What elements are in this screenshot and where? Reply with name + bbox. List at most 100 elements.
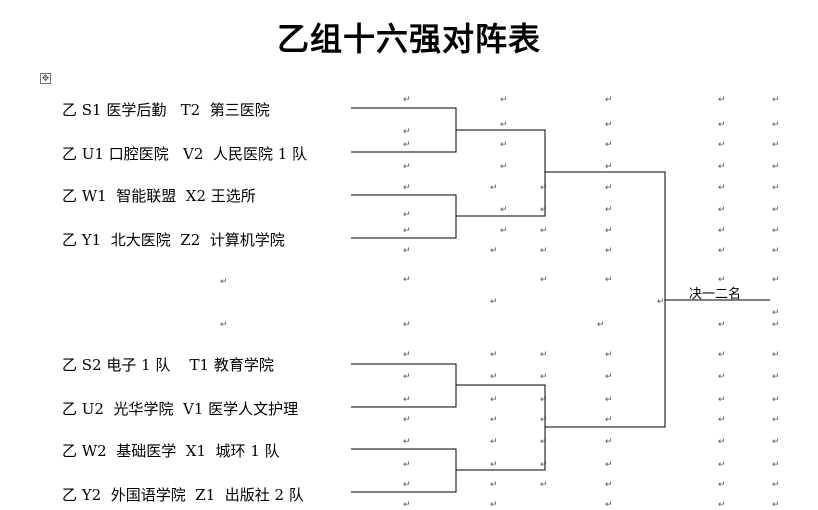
paragraph-mark-icon: ↵ xyxy=(718,437,726,447)
paragraph-mark-icon: ↵ xyxy=(597,320,605,330)
paragraph-mark-icon: ↵ xyxy=(718,460,726,470)
move-handle-icon[interactable]: ✥ xyxy=(40,73,51,84)
paragraph-mark-icon: ↵ xyxy=(772,183,780,193)
paragraph-mark-icon: ↵ xyxy=(403,500,411,510)
paragraph-mark-icon: ↵ xyxy=(490,372,498,382)
paragraph-mark-icon: ↵ xyxy=(403,162,411,172)
paragraph-mark-icon: ↵ xyxy=(605,226,613,236)
paragraph-mark-icon: ↵ xyxy=(772,140,780,150)
paragraph-mark-icon: ↵ xyxy=(772,205,780,215)
paragraph-mark-icon: ↵ xyxy=(605,246,613,256)
bracket-r2-1 xyxy=(456,129,546,217)
paragraph-mark-icon: ↵ xyxy=(490,297,498,307)
paragraph-mark-icon: ↵ xyxy=(540,226,548,236)
team-label: 乙 U2 光华学院 V1 医学人文护理 xyxy=(62,400,299,418)
paragraph-mark-icon: ↵ xyxy=(403,140,411,150)
paragraph-mark-icon: ↵ xyxy=(772,395,780,405)
paragraph-mark-icon: ↵ xyxy=(605,350,613,360)
paragraph-mark-icon: ↵ xyxy=(403,226,411,236)
team-label: 乙 Y2 外国语学院 Z1 出版社 2 队 xyxy=(62,486,304,504)
paragraph-mark-icon: ↵ xyxy=(718,183,726,193)
paragraph-mark-icon: ↵ xyxy=(540,350,548,360)
paragraph-mark-icon: ↵ xyxy=(605,120,613,130)
paragraph-mark-icon: ↵ xyxy=(500,226,508,236)
paragraph-mark-icon: ↵ xyxy=(403,372,411,382)
paragraph-mark-icon: ↵ xyxy=(605,275,613,285)
paragraph-mark-icon: ↵ xyxy=(772,275,780,285)
paragraph-mark-icon: ↵ xyxy=(772,372,780,382)
team-label: 乙 U1 口腔医院 V2 人民医院 1 队 xyxy=(62,145,308,163)
paragraph-mark-icon: ↵ xyxy=(605,140,613,150)
paragraph-mark-icon: ↵ xyxy=(500,140,508,150)
paragraph-mark-icon: ↵ xyxy=(403,210,411,220)
paragraph-mark-icon: ↵ xyxy=(605,395,613,405)
team-label: 乙 W1 智能联盟 X2 王选所 xyxy=(62,187,256,205)
paragraph-mark-icon: ↵ xyxy=(718,140,726,150)
paragraph-mark-icon: ↵ xyxy=(490,183,498,193)
paragraph-mark-icon: ↵ xyxy=(772,500,780,510)
paragraph-mark-icon: ↵ xyxy=(718,350,726,360)
paragraph-mark-icon: ↵ xyxy=(500,120,508,130)
paragraph-mark-icon: ↵ xyxy=(540,480,548,490)
paragraph-mark-icon: ↵ xyxy=(403,95,411,105)
paragraph-mark-icon: ↵ xyxy=(403,437,411,447)
paragraph-mark-icon: ↵ xyxy=(605,480,613,490)
paragraph-mark-icon: ↵ xyxy=(605,415,613,425)
paragraph-mark-icon: ↵ xyxy=(500,162,508,172)
paragraph-mark-icon: ↵ xyxy=(718,205,726,215)
paragraph-mark-icon: ↵ xyxy=(403,480,411,490)
paragraph-mark-icon: ↵ xyxy=(772,120,780,130)
paragraph-mark-icon: ↵ xyxy=(718,372,726,382)
paragraph-mark-icon: ↵ xyxy=(403,246,411,256)
paragraph-mark-icon: ↵ xyxy=(490,415,498,425)
team-label: 乙 W2 基础医学 X1 城环 1 队 xyxy=(62,442,280,460)
paragraph-mark-icon: ↵ xyxy=(403,275,411,285)
page-title: 乙组十六强对阵表 xyxy=(276,20,541,58)
paragraph-mark-icon: ↵ xyxy=(605,162,613,172)
paragraph-mark-icon: ↵ xyxy=(605,460,613,470)
paragraph-mark-icon: ↵ xyxy=(540,395,548,405)
paragraph-mark-icon: ↵ xyxy=(540,437,548,447)
paragraph-mark-icon: ↵ xyxy=(220,320,228,330)
paragraph-mark-icon: ↵ xyxy=(540,183,548,193)
paragraph-mark-icon: ↵ xyxy=(772,95,780,105)
paragraph-mark-icon: ↵ xyxy=(540,415,548,425)
paragraph-mark-icon: ↵ xyxy=(772,226,780,236)
paragraph-mark-icon: ↵ xyxy=(605,183,613,193)
paragraph-mark-icon: ↵ xyxy=(772,437,780,447)
paragraph-mark-icon: ↵ xyxy=(540,275,548,285)
paragraph-mark-icon: ↵ xyxy=(403,183,411,193)
paragraph-mark-icon: ↵ xyxy=(490,395,498,405)
paragraph-mark-icon: ↵ xyxy=(500,205,508,215)
paragraph-mark-icon: ↵ xyxy=(718,275,726,285)
paragraph-mark-icon: ↵ xyxy=(718,500,726,510)
paragraph-mark-icon: ↵ xyxy=(718,320,726,330)
paragraph-mark-icon: ↵ xyxy=(403,350,411,360)
paragraph-mark-icon: ↵ xyxy=(490,350,498,360)
paragraph-mark-icon: ↵ xyxy=(718,226,726,236)
paragraph-mark-icon: ↵ xyxy=(220,277,228,287)
paragraph-mark-icon: ↵ xyxy=(490,480,498,490)
paragraph-mark-icon: ↵ xyxy=(403,415,411,425)
team-label: 乙 S2 电子 1 队 T1 教育学院 xyxy=(62,356,274,374)
paragraph-mark-icon: ↵ xyxy=(500,95,508,105)
paragraph-mark-icon: ↵ xyxy=(540,205,548,215)
paragraph-mark-icon: ↵ xyxy=(718,246,726,256)
paragraph-mark-icon: ↵ xyxy=(772,162,780,172)
paragraph-mark-icon: ↵ xyxy=(540,372,548,382)
team-label: 乙 Y1 北大医院 Z2 计算机学院 xyxy=(62,231,285,249)
paragraph-mark-icon: ↵ xyxy=(403,320,411,330)
paragraph-mark-icon: ↵ xyxy=(718,395,726,405)
paragraph-mark-icon: ↵ xyxy=(605,437,613,447)
paragraph-mark-icon: ↵ xyxy=(772,460,780,470)
paragraph-mark-icon: ↵ xyxy=(718,415,726,425)
paragraph-mark-icon: ↵ xyxy=(490,246,498,256)
paragraph-mark-icon: ↵ xyxy=(718,95,726,105)
paragraph-mark-icon: ↵ xyxy=(403,395,411,405)
paragraph-mark-icon: ↵ xyxy=(490,500,498,510)
paragraph-mark-icon: ↵ xyxy=(772,480,780,490)
final-label: 决一二名 xyxy=(689,287,742,302)
paragraph-mark-icon: ↵ xyxy=(605,205,613,215)
paragraph-mark-icon: ↵ xyxy=(772,415,780,425)
